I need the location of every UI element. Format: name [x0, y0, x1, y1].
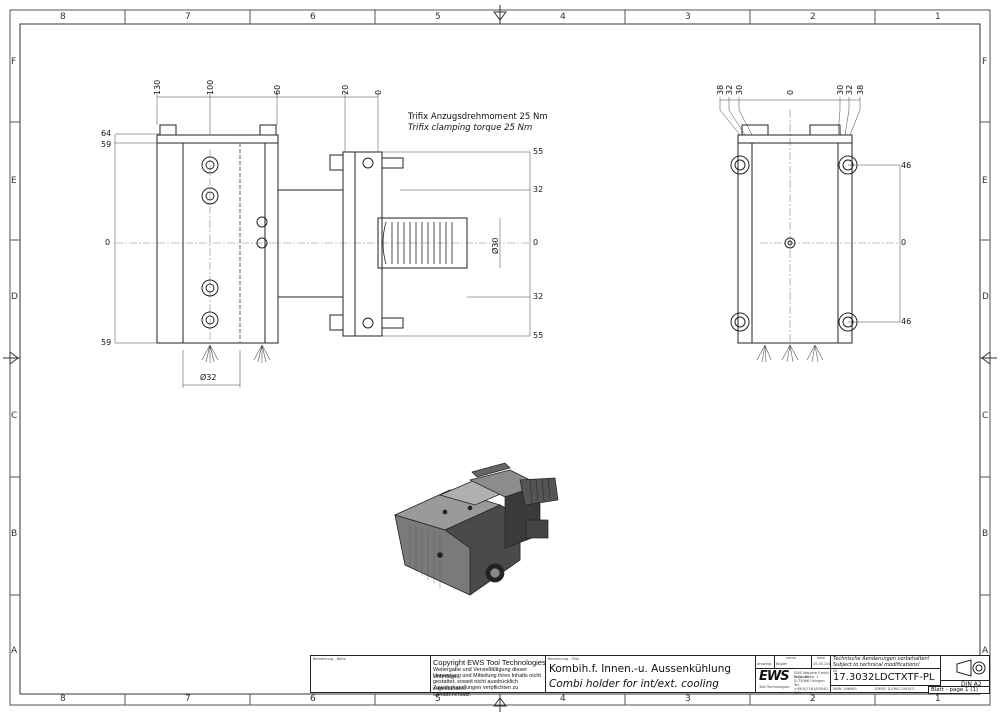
centering-arrows: [3, 5, 997, 712]
torque-note-de: Trifix Anzugsdrehmoment 25 Nm: [408, 112, 548, 122]
dim-label: 32: [725, 84, 734, 95]
grid-row-label-right: F: [982, 57, 988, 67]
drawn-by: Bogler: [776, 662, 788, 666]
copyright-line: Verwertung und Mitteilung ihres Inhalts …: [433, 673, 541, 679]
author-cell: name date drawing Bogler 25.03.2013 EWS …: [755, 655, 834, 695]
grid-col-label-bottom: 6: [310, 694, 316, 704]
grid-col-label-bottom: 4: [560, 694, 566, 704]
grid-row-label-right: D: [982, 292, 989, 302]
grid-row-label: A: [11, 646, 18, 656]
nr-label: Nr.: [833, 669, 838, 673]
grid-col-label: 7: [185, 12, 191, 22]
grid-row-label-right: E: [982, 176, 988, 186]
dim-label: 46: [901, 317, 912, 326]
ews-logo: EWS: [759, 669, 790, 684]
dim-label: 38: [856, 84, 865, 95]
dim-label: 20: [341, 84, 350, 95]
projection-symbol-icon: [956, 659, 986, 677]
dim-label: 32: [533, 185, 544, 194]
copyright-title: Copyright EWS Tool Technologies: [433, 658, 546, 667]
front-view: [114, 92, 531, 388]
dim-label: 64: [101, 129, 112, 138]
dim-label: 32: [845, 84, 854, 95]
name-header: name: [786, 656, 796, 660]
company-line: Tel. +49(0)7161/93040-100: [794, 683, 829, 695]
dim-label: 30: [836, 84, 845, 95]
date-header: date: [817, 656, 825, 660]
title-label: Benennung - Title: [548, 657, 580, 661]
dim-label: 55: [533, 147, 544, 156]
grid-ticks: [10, 10, 990, 705]
grid-row-label: E: [11, 176, 17, 186]
grid-col-label-bottom: 5: [435, 694, 441, 704]
dim-label: 100: [206, 79, 215, 95]
grid-row-label: F: [11, 57, 17, 67]
grid-col-label-bottom: 2: [810, 694, 816, 704]
drawing-label: drawing: [757, 662, 772, 666]
logo-subtitle: Tool Technologies: [759, 685, 790, 689]
dim-label: 130: [153, 79, 162, 95]
dim-label: 0: [786, 89, 795, 95]
copyright-line: gestattet, soweit nicht ausdrücklich zug…: [433, 679, 518, 692]
dim-label: 55: [533, 331, 544, 340]
sheet-number: Blatt - page 1 (1): [931, 687, 978, 693]
dim-label: 46: [901, 161, 912, 170]
copyright-line: Weitergabe und Vervielfältigung dieser U…: [433, 667, 528, 680]
grid-col-label: 4: [560, 12, 566, 22]
ident: IDENT: D-EWS-155913 -: [875, 687, 917, 691]
grid-col-label: 1: [935, 12, 941, 22]
mnr: MNR: 166063: [833, 687, 857, 691]
grid-row-label-right: B: [982, 529, 989, 539]
grid-col-label-bottom: 8: [60, 694, 66, 704]
sheet-cell: Blatt - page 1 (1): [928, 686, 990, 694]
remark-label: Bemerkung - Notiz: [313, 657, 346, 661]
dim-label: 30: [735, 84, 744, 95]
side-view: [719, 97, 901, 363]
title-de: Kombih.f. Innen.-u. Aussenkühlung: [549, 663, 732, 675]
part-cell: Technische Aenderungen vorbehalten! Subj…: [830, 655, 941, 693]
grid-row-label: B: [11, 529, 18, 539]
grid-row-label: D: [11, 292, 18, 302]
company-line: D-73066 Uhingen: [794, 679, 825, 683]
dim-label: 0: [533, 238, 539, 247]
dim-label: 59: [101, 338, 112, 347]
grid-row-label-right: C: [982, 411, 989, 421]
grid-col-label: 5: [435, 12, 441, 22]
diameter-label: Ø30: [491, 237, 500, 254]
grid-col-label: 3: [685, 12, 691, 22]
copyright-cell: Copyright EWS Tool Technologies Weiterga…: [430, 655, 546, 698]
torque-note-en: Trifix clamping torque 25 Nm: [408, 123, 533, 133]
paper-format: DIN A2: [961, 681, 982, 688]
changes-note-de: Technische Aenderungen vorbehalten!: [833, 656, 930, 662]
company-line: Maybachstr. 1: [794, 675, 819, 679]
grid-col-label-bottom: 7: [185, 694, 191, 704]
dim-label: 0: [105, 238, 111, 247]
title-en: Combi holder for int/ext. cooling: [549, 678, 719, 690]
grid-row-label: C: [11, 411, 18, 421]
dim-label: 38: [716, 84, 725, 95]
grid-col-label: 2: [810, 12, 816, 22]
dim-label: 59: [101, 140, 112, 149]
remark-cell: Bemerkung - Notiz: [310, 655, 431, 693]
part-number: 17.3032LDCTXTF-PL: [833, 672, 935, 683]
grid-row-label-right: A: [982, 646, 989, 656]
dim-label: 32: [533, 292, 544, 301]
dim-label: 0: [374, 89, 383, 95]
grid-col-label-bottom: 1: [935, 694, 941, 704]
copyright-line: Zuwiderhandlungen verpflichten zu Schade…: [433, 685, 519, 698]
drawing-date: 25.03.2013: [813, 662, 834, 666]
changes-note-en: Subject to technical modifications!: [833, 662, 920, 668]
grid-col-label: 8: [60, 12, 66, 22]
diameter-label: Ø32: [200, 373, 217, 382]
grid-col-label: 6: [310, 12, 316, 22]
dim-label: 60: [273, 84, 282, 95]
title-cell: Benennung - Title Kombih.f. Innen.-u. Au…: [545, 655, 756, 693]
isometric-view: [394, 462, 559, 596]
grid-col-label-bottom: 3: [685, 694, 691, 704]
company-line: EWS Weigele GmbH & Co. KG: [794, 671, 829, 679]
dim-label: 0: [901, 238, 907, 247]
